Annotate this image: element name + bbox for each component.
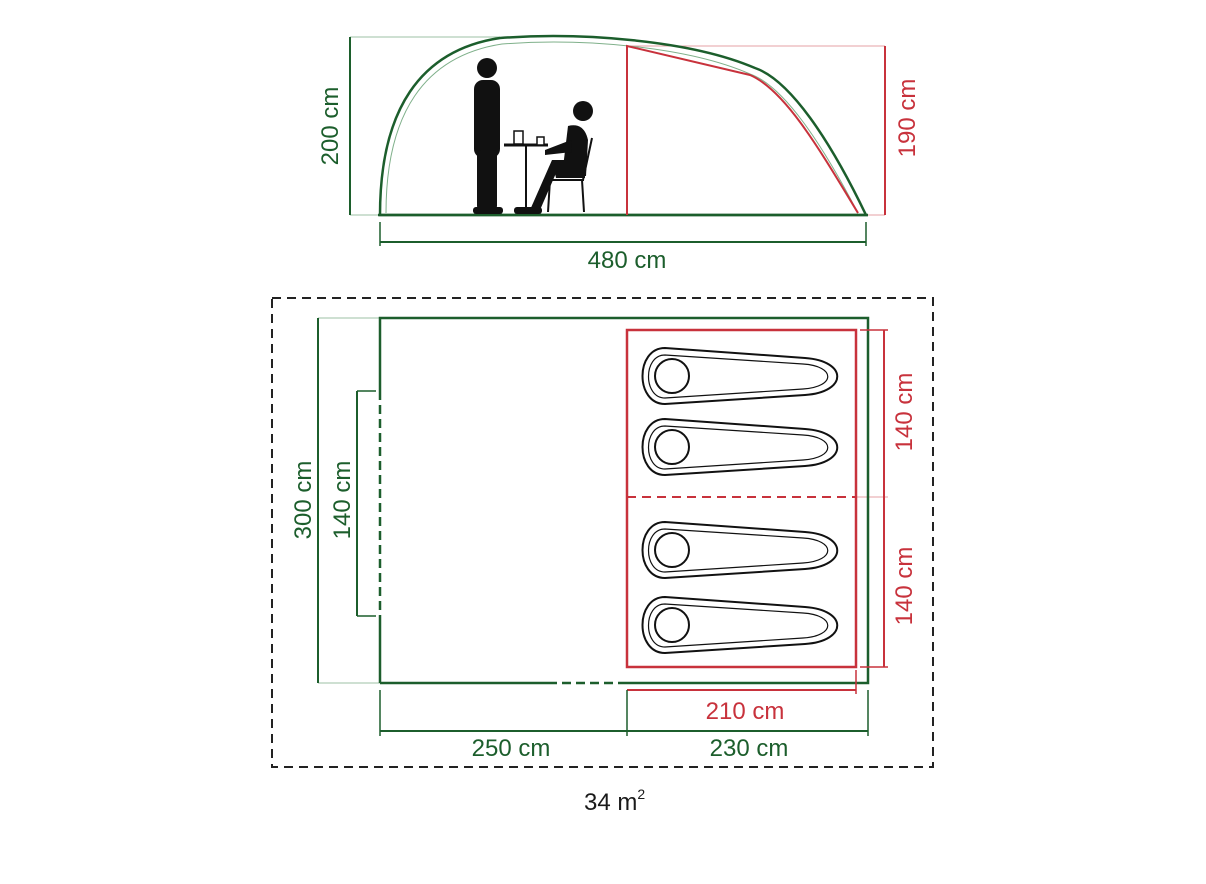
length-label: 480 cm (588, 247, 667, 274)
standing-person-icon (473, 58, 503, 214)
sleeping-bag-2 (641, 417, 838, 477)
chair-icon (547, 137, 593, 213)
sleeping-bag-1 (641, 346, 838, 406)
height-bedroom-label: 190 cm (894, 79, 921, 158)
floor-plan: 300 cm 140 cm (271, 297, 934, 768)
outer-tent-profile (378, 34, 868, 217)
bedroom-outline (625, 328, 858, 669)
bedroom-2-width-label: 140 cm (891, 547, 918, 626)
footprint-area-label: 34 m2 (584, 786, 645, 816)
width-total-label: 300 cm (290, 461, 317, 540)
footprint-outline (271, 297, 934, 768)
door-width-label: 140 cm (329, 461, 356, 540)
bedroom-1-width-label: 140 cm (891, 373, 918, 452)
area-unit-superscript: 2 (637, 786, 645, 802)
bedroom-length-label: 230 cm (710, 735, 789, 762)
side-view: 200 cm 190 cm 480 cm (317, 34, 921, 274)
outer-tent-inner-edge (385, 41, 859, 214)
living-length-label: 250 cm (472, 735, 551, 762)
seated-person-icon (514, 101, 593, 214)
sleeping-bag-3 (641, 520, 838, 580)
height-total-label: 200 cm (317, 87, 344, 166)
outer-tent-outline (378, 316, 870, 685)
inner-bedroom-profile (626, 44, 859, 215)
table-icon (504, 130, 548, 212)
bedroom-depth-label: 210 cm (706, 698, 785, 725)
sleeping-bag-4 (641, 595, 838, 655)
